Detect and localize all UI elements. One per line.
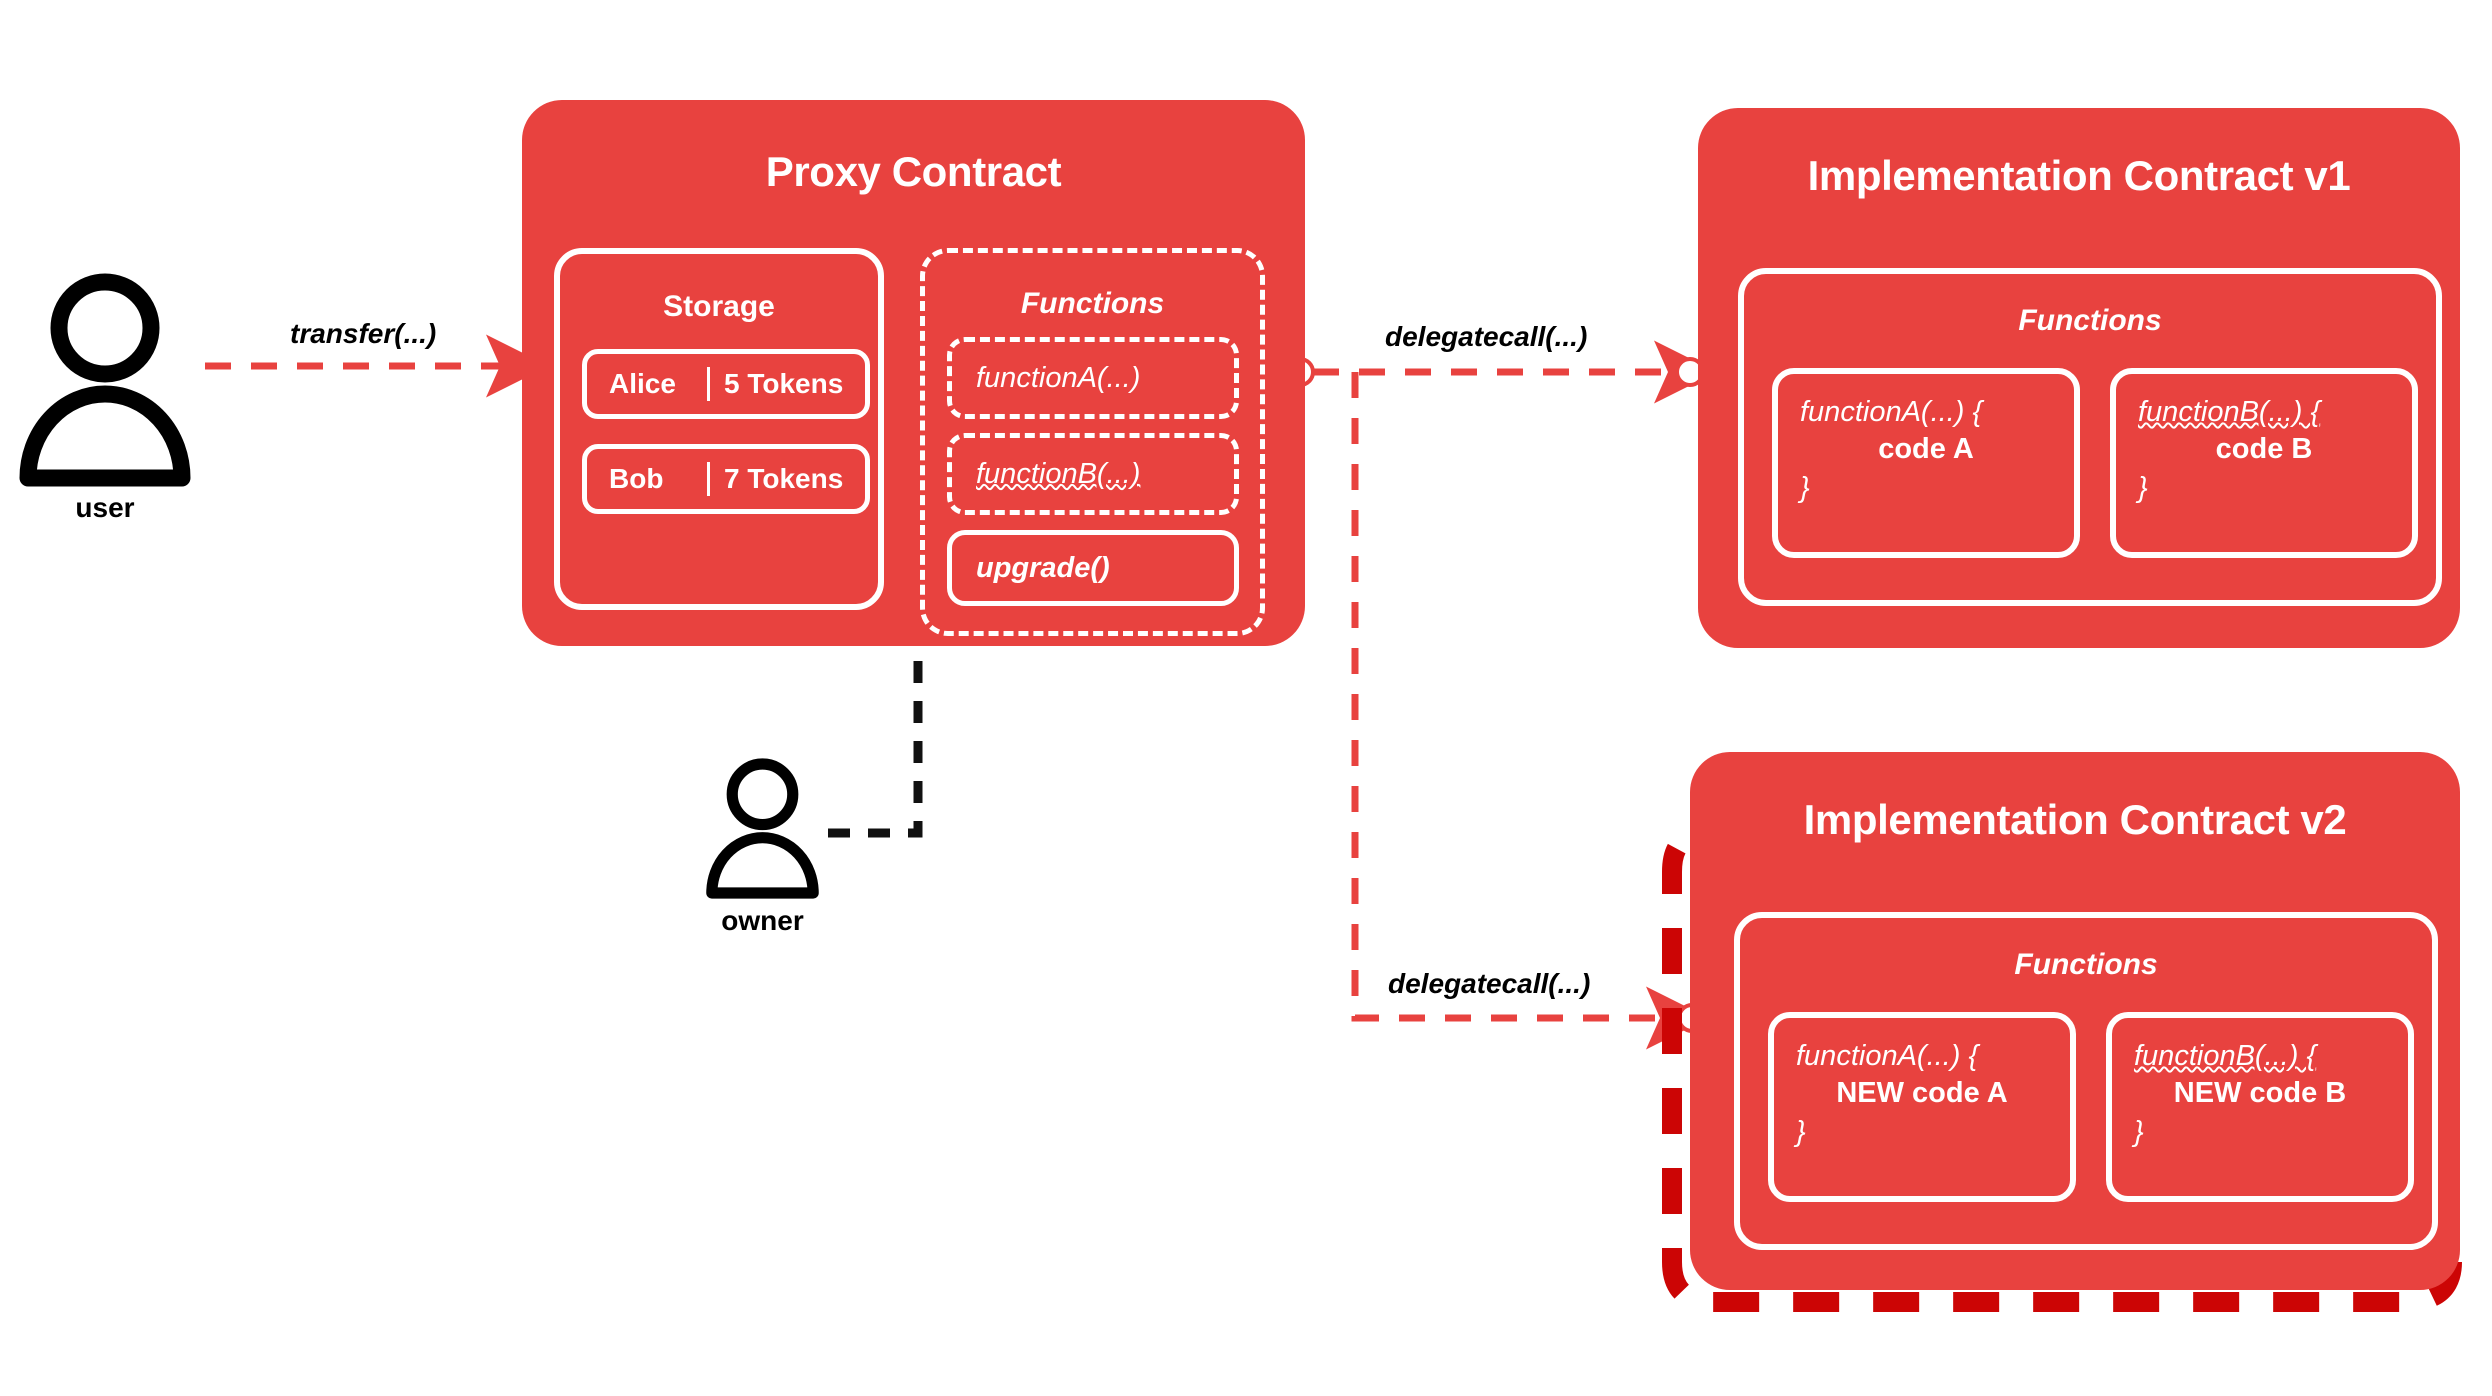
proxy-storage-box: Storage Alice 5 Tokens Bob 7 Tokens [554, 248, 884, 610]
storage-entry-separator [707, 462, 710, 496]
storage-entry-name: Alice [609, 368, 676, 399]
storage-entry-separator [707, 367, 710, 401]
storage-entry-value: 5 Tokens [724, 368, 844, 399]
proxy-function-a[interactable]: functionA(...) [947, 337, 1239, 419]
proxy-function-b-label: functionB(...) [976, 457, 1141, 490]
impl-v1-function-b-close: } [2138, 472, 2148, 504]
storage-entry-name: Bob [609, 463, 664, 494]
impl-v1-function-b-signature: functionB(...) { [2138, 396, 2321, 428]
proxy-contract[interactable]: Proxy Contract Storage Alice 5 Tokens Bo… [522, 100, 1305, 646]
impl-v1-functions-label: Functions [2018, 304, 2162, 337]
impl-v2-function-a-signature: functionA(...) { [1796, 1040, 1979, 1072]
actor-owner [700, 756, 825, 901]
impl-v1-function-a-close: } [1800, 472, 1810, 504]
actor-owner-label: owner [721, 905, 804, 936]
impl-v2-function-a-body: NEW code A [1836, 1077, 2008, 1109]
impl-v1-contract[interactable]: Implementation Contract v1 Functions fun… [1698, 108, 2460, 648]
person-icon [19, 273, 191, 487]
impl-v2-functions-label: Functions [2014, 948, 2158, 981]
proxy-function-a-label: functionA(...) [976, 361, 1141, 394]
actor-user-label: user [75, 492, 135, 523]
impl-v1-functions-box: Functions functionA(...) { code A } func… [1738, 268, 2442, 606]
impl-v2-function-b-close: } [2134, 1116, 2144, 1148]
actor-user [10, 270, 200, 490]
edge-label-transfer: transfer(...) [290, 318, 437, 349]
impl-v1-function-b[interactable]: functionB(...) { code B } [2110, 368, 2418, 558]
proxy-functions-label: Functions [1020, 287, 1165, 320]
impl-v1-function-a[interactable]: functionA(...) { code A } [1772, 368, 2080, 558]
impl-v1-function-a-body: code A [1878, 433, 1974, 465]
storage-entry-bob: Bob 7 Tokens [582, 444, 870, 514]
impl-v1-function-a-signature: functionA(...) { [1800, 396, 1983, 428]
storage-entry-alice: Alice 5 Tokens [582, 349, 870, 419]
impl-v2-functions-box: Functions functionA(...) { NEW code A } … [1734, 912, 2438, 1250]
proxy-function-upgrade-label: upgrade() [976, 551, 1110, 584]
proxy-functions-box: Functions functionA(...) functionB(...) … [920, 248, 1265, 636]
impl-v2-function-a[interactable]: functionA(...) { NEW code A } [1768, 1012, 2076, 1202]
impl-v2-contract[interactable]: Implementation Contract v2 Functions fun… [1690, 752, 2460, 1290]
person-icon [706, 758, 819, 899]
proxy-storage-label: Storage [663, 290, 775, 323]
proxy-function-upgrade[interactable]: upgrade() [947, 530, 1239, 606]
impl-v1-function-b-body: code B [2215, 433, 2313, 465]
edge-delegatecall-v2 [1351, 372, 1709, 1050]
impl-v2-function-b[interactable]: functionB(...) { NEW code B } [2106, 1012, 2414, 1202]
impl-v2-function-b-body: NEW code B [2173, 1077, 2347, 1109]
impl-v2-title: Implementation Contract v2 [1803, 796, 2347, 843]
edge-label-delegatecall-v1: delegatecall(...) [1385, 321, 1588, 352]
impl-v2-function-a-close: } [1796, 1116, 1806, 1148]
impl-v2-function-b-signature: functionB(...) { [2134, 1040, 2317, 1072]
storage-entry-value: 7 Tokens [724, 463, 844, 494]
proxy-function-b[interactable]: functionB(...) [947, 433, 1239, 515]
impl-v1-title: Implementation Contract v1 [1807, 152, 2351, 199]
proxy-contract-title: Proxy Contract [765, 148, 1062, 195]
edge-label-delegatecall-v2: delegatecall(...) [1388, 968, 1591, 999]
